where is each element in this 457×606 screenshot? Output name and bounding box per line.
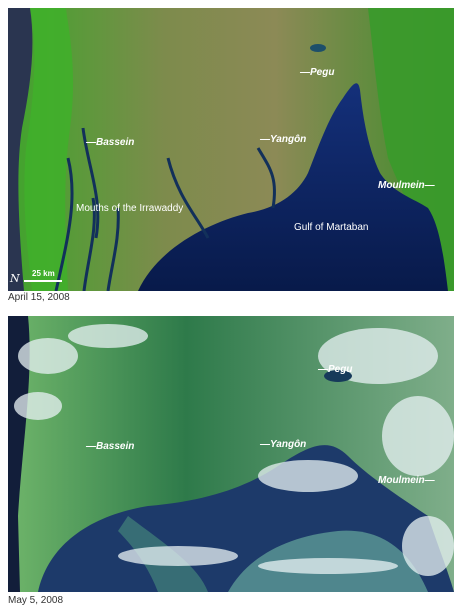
- label-bassein: —Bassein: [85, 441, 134, 452]
- western-sea: [8, 8, 33, 291]
- label-pegu: —Pegu: [317, 364, 352, 375]
- western-forest: [24, 8, 74, 291]
- western-sea: [8, 316, 30, 592]
- scale-bar: [24, 280, 62, 282]
- label-bassein: —Bassein: [85, 137, 134, 148]
- satellite-image-april: —Pegu —Bassein —Yangôn Moulmein— Mouths …: [8, 8, 454, 291]
- label-pegu: —Pegu: [299, 67, 334, 78]
- gulf-water: [138, 83, 448, 291]
- map-april: —Pegu —Bassein —Yangôn Moulmein— Mouths …: [8, 8, 454, 291]
- label-yangon: —Yangôn: [259, 439, 306, 450]
- scale-label: 25 km: [32, 269, 55, 278]
- label-moulmein: Moulmein—: [378, 475, 436, 486]
- yangon-river: [256, 147, 277, 209]
- north-arrow-icon: N: [9, 272, 20, 285]
- clouds: [14, 324, 454, 576]
- label-moulmein: Moulmein—: [378, 180, 436, 191]
- satellite-image-may: —Pegu —Bassein —Yangôn Moulmein—: [8, 316, 454, 592]
- map-may: —Pegu —Bassein —Yangôn Moulmein—: [8, 316, 454, 592]
- date-caption-may: May 5, 2008: [8, 595, 64, 606]
- lake: [324, 370, 352, 382]
- delta-channels: [54, 127, 210, 291]
- label-martaban: Gulf of Martaban: [294, 222, 368, 233]
- label-yangon: —Yangôn: [259, 134, 306, 145]
- date-caption-april: April 15, 2008: [8, 292, 70, 303]
- label-irrawaddy: Mouths of the Irrawaddy: [76, 203, 183, 214]
- lake: [310, 44, 326, 52]
